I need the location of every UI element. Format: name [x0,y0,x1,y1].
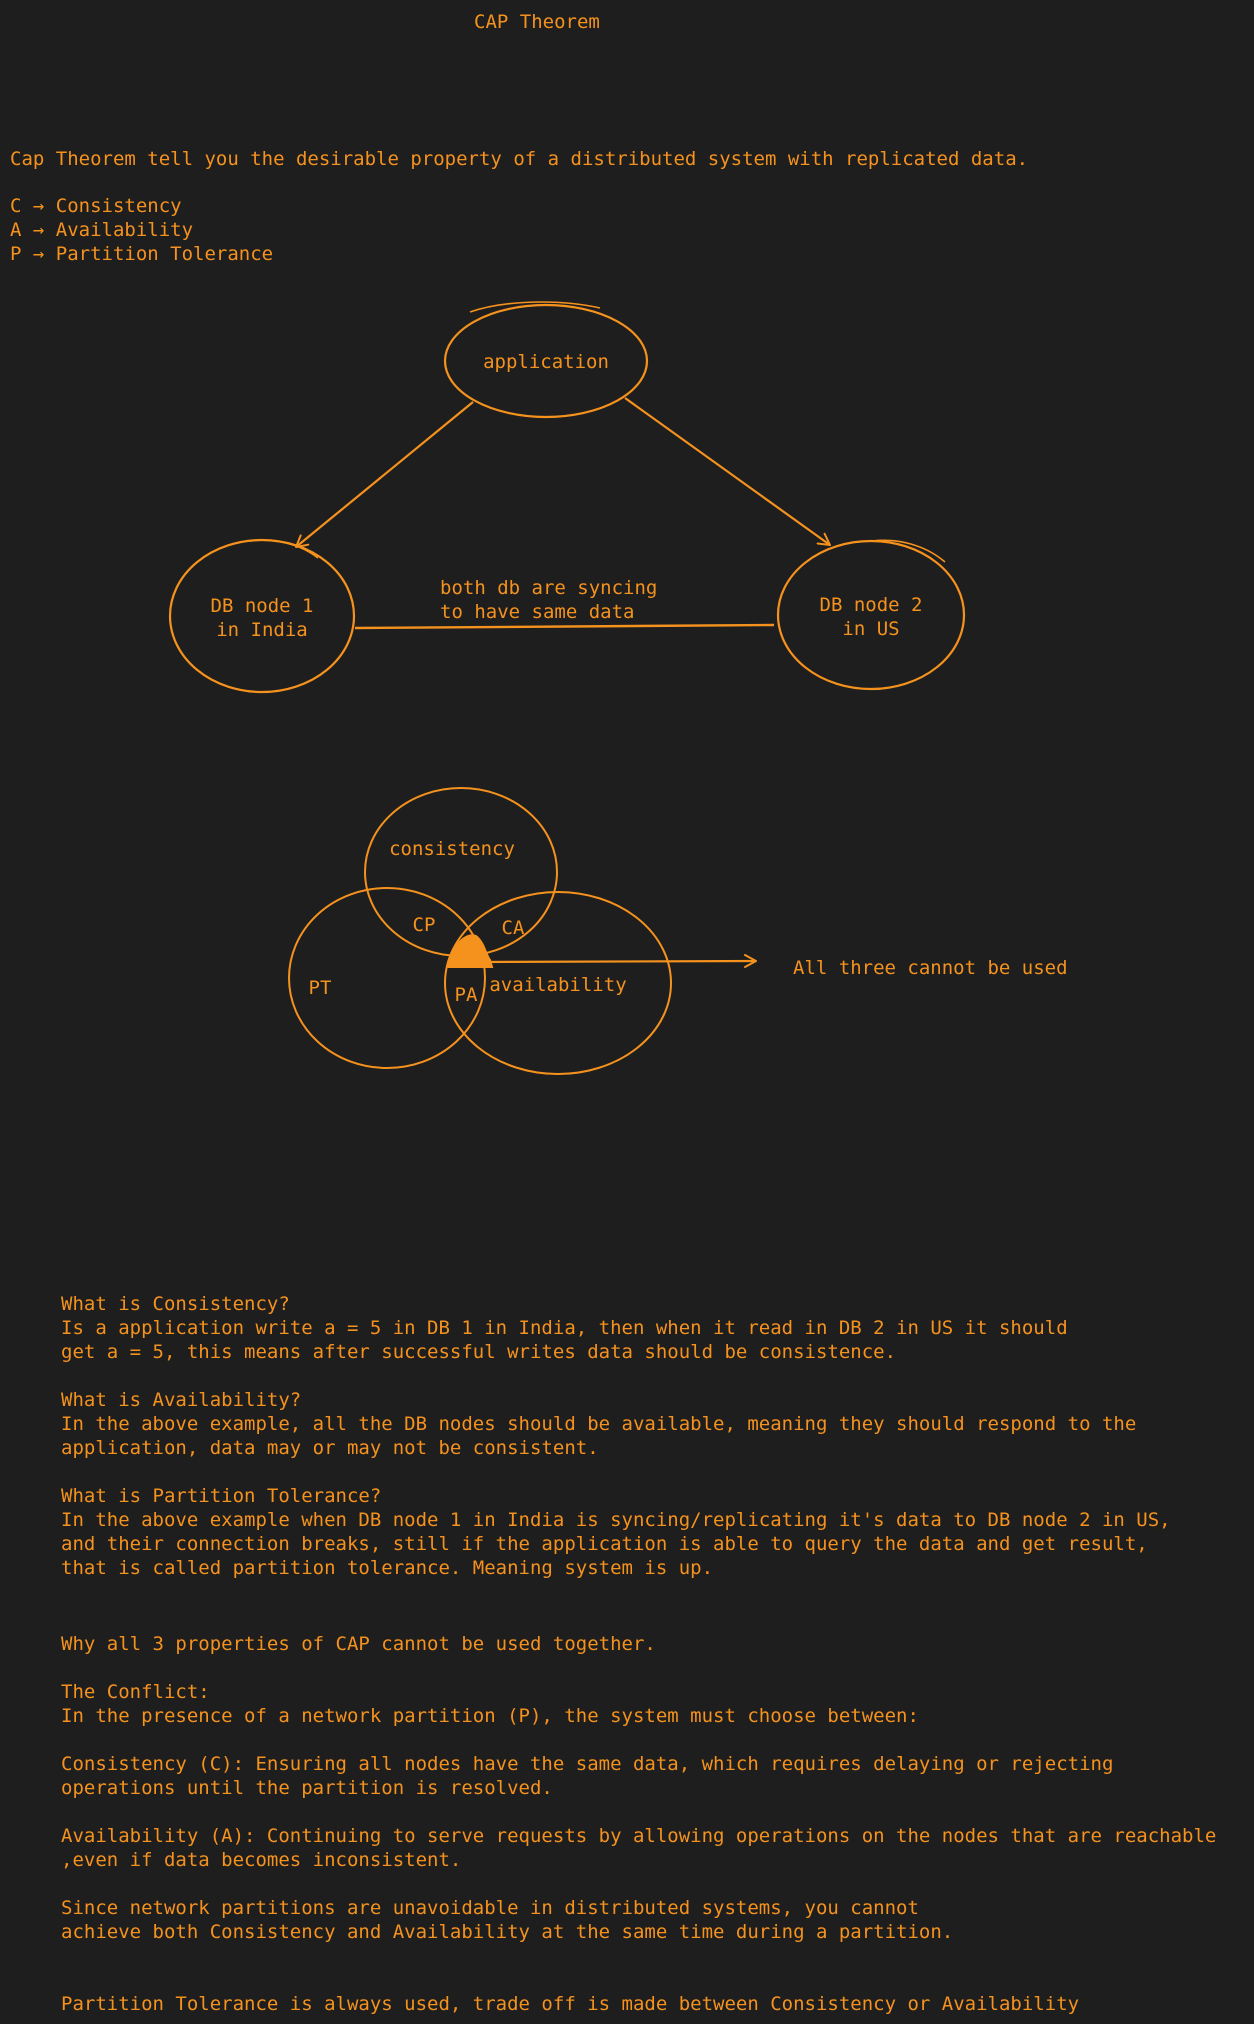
sync-label-line1: both db are syncing [440,577,657,599]
definition-consistency: C → Consistency [10,195,182,217]
db-node-1: DB node 1 in India [168,538,356,694]
db-node-2-line2: in US [842,618,899,640]
venn-center-intersection [446,934,494,968]
final-statement: Partition Tolerance is always used, trad… [61,1993,1080,2015]
cap-diagram: application DB node 1 in India DB node 2… [168,301,1068,1075]
partition-answer-line1: In the above example when DB node 1 in I… [61,1509,1171,1531]
availability-question: What is Availability? [61,1389,302,1411]
availability-choice-line1: Availability (A): Continuing to serve re… [61,1825,1217,1847]
venn-consistency-label: consistency [389,838,515,860]
consistency-question: What is Consistency? [61,1293,290,1315]
conflict-title: The Conflict: [61,1681,210,1703]
sync-label-line2: to have same data [440,601,634,623]
arrow-application-to-db2 [624,397,831,546]
venn-partition-circle [288,887,486,1069]
db-node-1-line1: DB node 1 [211,595,314,617]
arrow-application-to-db1 [295,401,474,548]
availability-answer-line2: application, data may or may not be cons… [61,1437,599,1459]
venn-availability-circle [444,891,672,1075]
arrow-to-note [481,954,757,969]
definition-partition-tolerance: P → Partition Tolerance [10,243,274,265]
sync-line [354,623,775,630]
consistency-answer-line2: get a = 5, this means after successful w… [61,1341,897,1363]
availability-answer-line1: In the above example, all the DB nodes s… [61,1413,1137,1435]
conflict-text: In the presence of a network partition (… [61,1705,919,1727]
intro-text: Cap Theorem tell you the desirable prope… [10,148,1029,170]
page-title: CAP Theorem [474,11,600,33]
partition-answer-line3: that is called partition tolerance. Mean… [61,1557,714,1579]
venn-ca-label: CA [502,917,525,939]
db-node-2-line1: DB node 2 [820,594,923,616]
db-node-2: DB node 2 in US [776,539,966,691]
db-node-1-line2: in India [216,619,308,641]
partition-answer-line2: and their connection breaks, still if th… [61,1533,1148,1555]
consistency-choice-line1: Consistency (C): Ensuring all nodes have… [61,1753,1114,1775]
venn-pa-label: PA [455,984,478,1006]
since-line2: achieve both Consistency and Availabilit… [61,1921,954,1943]
definition-availability: A → Availability [10,219,194,241]
why-heading: Why all 3 properties of CAP cannot be us… [61,1633,656,1655]
venn-availability-label: availability [489,974,626,996]
since-line1: Since network partitions are unavoidable… [61,1897,919,1919]
venn-cp-label: CP [413,914,436,936]
application-node: application [443,301,649,419]
partition-question: What is Partition Tolerance? [61,1485,382,1507]
venn-consistency-circle [364,787,558,957]
venn-note: All three cannot be used [793,957,1068,979]
venn-diagram: consistency availability PT CP CA PA [288,787,672,1075]
consistency-answer-line1: Is a application write a = 5 in DB 1 in … [61,1317,1068,1339]
consistency-choice-line2: operations until the partition is resolv… [61,1777,553,1799]
venn-pt-label: PT [309,977,332,999]
application-label: application [483,351,609,373]
availability-choice-line2: ,even if data becomes inconsistent. [61,1849,462,1871]
